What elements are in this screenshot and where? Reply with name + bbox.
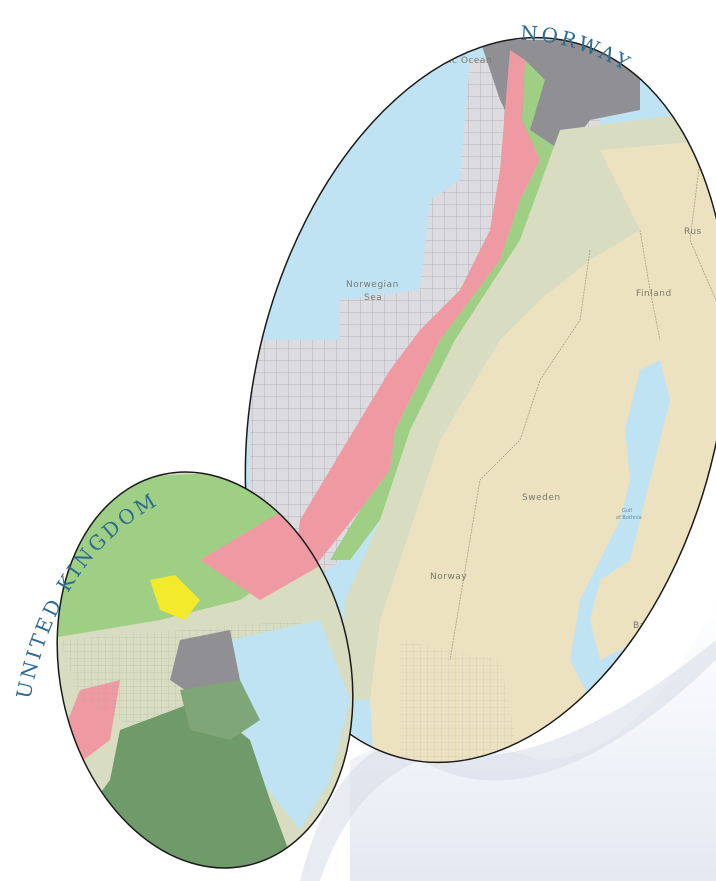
uk-yellow-zone: [150, 575, 200, 620]
border-norway-sweden: [449, 249, 591, 661]
russia-label: Rus: [684, 227, 702, 237]
gulf-label-2: of Bothnia: [616, 515, 642, 521]
background-panel: [350, 600, 716, 881]
pink-zone: [290, 50, 540, 600]
gulf-label-1: Gulf: [622, 508, 632, 514]
norway-country-label: Norway: [430, 572, 467, 582]
uk-dark-zone: [170, 630, 240, 700]
baltic-label-1: Baltic: [633, 621, 661, 631]
border-sweden-finland: [639, 229, 661, 341]
finland-label: Finland: [636, 289, 672, 299]
norway-frame: [244, 36, 716, 764]
uk-green-zone: [40, 470, 330, 640]
sweden-label: Sweden: [522, 493, 561, 503]
baltic-label-2: Sea: [641, 633, 659, 643]
uk-frame: [56, 471, 354, 869]
norwegian-sea-label-1: Norwegian: [346, 280, 399, 290]
ocean-label: tic Ocean: [445, 56, 492, 66]
background-shadow: [300, 640, 716, 881]
border-finland-russia: [689, 159, 716, 301]
uk-land-highlands: [180, 680, 260, 740]
norwegian-sea-label-2: Sea: [364, 293, 382, 303]
